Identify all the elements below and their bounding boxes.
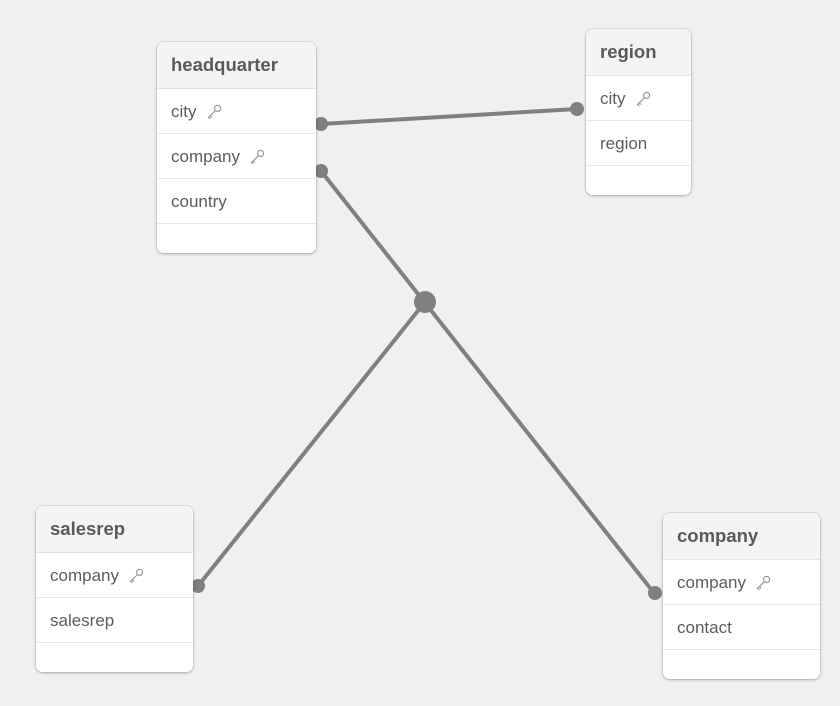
- endpoint-region-city[interactable]: [570, 102, 584, 116]
- field-row-headquarter-company[interactable]: company: [157, 133, 316, 179]
- field-label: city: [600, 88, 626, 108]
- table-title-region[interactable]: region: [586, 29, 691, 76]
- key-icon: [206, 103, 223, 120]
- table-card-headquarter[interactable]: headquarter city company country: [157, 42, 316, 253]
- field-row-company-company[interactable]: company: [663, 559, 820, 605]
- key-icon: [755, 574, 772, 591]
- key-icon: [249, 148, 266, 165]
- endpoint-headquarter-city[interactable]: [314, 117, 328, 131]
- field-row-headquarter-country[interactable]: country: [157, 178, 316, 224]
- table-card-salesrep[interactable]: salesrep company salesrep: [36, 506, 193, 672]
- table-title-headquarter[interactable]: headquarter: [157, 42, 316, 89]
- field-label: company: [171, 146, 240, 166]
- link-headquarter-company-to-company-company[interactable]: [319, 169, 656, 595]
- field-label: salesrep: [50, 610, 115, 630]
- key-icon: [635, 90, 652, 107]
- field-row-salesrep-company[interactable]: company: [36, 552, 193, 598]
- key-icon: [128, 567, 145, 584]
- table-title-salesrep[interactable]: salesrep: [36, 506, 193, 553]
- field-label: country: [171, 191, 227, 211]
- field-label: company: [50, 565, 119, 585]
- field-label: region: [600, 133, 648, 153]
- link-salesrep-company-to-headquarter-company[interactable]: [196, 300, 427, 588]
- field-label: company: [677, 572, 746, 592]
- endpoint-salesrep-company[interactable]: [191, 579, 205, 593]
- field-row-company-contact[interactable]: contact: [663, 604, 820, 650]
- table-footer-company: [663, 649, 820, 679]
- endpoint-headquarter-company[interactable]: [314, 164, 328, 178]
- field-row-region-city[interactable]: city: [586, 75, 691, 121]
- junction-center[interactable]: [414, 291, 436, 313]
- table-card-company[interactable]: company company contact: [663, 513, 820, 679]
- field-label: contact: [677, 617, 732, 637]
- table-footer-salesrep: [36, 642, 193, 672]
- table-footer-headquarter: [157, 223, 316, 253]
- table-card-region[interactable]: region city region: [586, 29, 691, 195]
- field-label: city: [171, 101, 197, 121]
- table-title-company[interactable]: company: [663, 513, 820, 560]
- field-row-headquarter-city[interactable]: city: [157, 88, 316, 134]
- field-row-salesrep-salesrep[interactable]: salesrep: [36, 597, 193, 643]
- endpoint-company-company[interactable]: [648, 586, 662, 600]
- field-row-region-region[interactable]: region: [586, 120, 691, 166]
- link-headquarter-city-to-region-city[interactable]: [319, 107, 579, 126]
- table-footer-region: [586, 165, 691, 195]
